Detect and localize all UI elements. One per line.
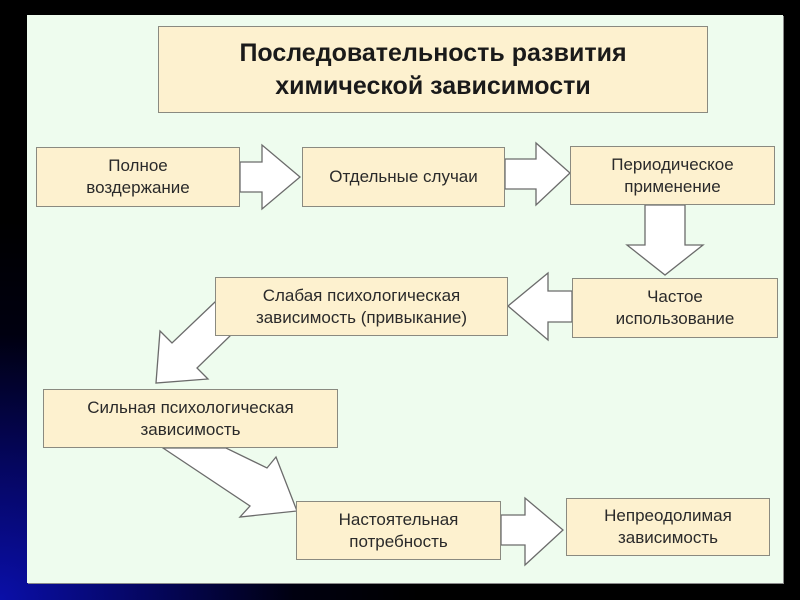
stage-label-line: Частое [647,287,703,306]
stage-irresistible-dependence: Непреодолимая зависимость [566,498,770,556]
stage-label-line: Слабая психологическая [262,285,461,305]
stage-label-line: Непреодолимая [604,506,732,525]
stage-full-abstinence: Полное воздержание [36,147,240,207]
arrow-abstinence-to-isolated [239,143,302,211]
stage-label-line: применение [624,176,721,196]
diagram-title: Последовательность развития химической з… [158,26,708,113]
stage-label-line: Отдельные случаи [329,167,478,186]
arrow-isolated-to-periodic [504,141,571,207]
stage-label-line: потребность [349,531,448,551]
stage-label-line: Настоятельная [338,509,459,529]
stage-label-line: использование [615,309,735,328]
arrow-urgent-to-irresistible [500,496,564,567]
stage-weak-psychological-dependence: Слабая психологическая зависимость (прив… [215,277,508,336]
stage-label-line: зависимость (привыкание) [255,307,468,327]
stage-urgent-need: Настоятельная потребность [296,501,501,560]
arrow-periodic-to-frequent [625,204,705,276]
stage-label-line: зависимость [617,528,719,547]
arrow-frequent-to-weak [506,271,573,342]
stage-strong-psychological-dependence: Сильная психологическая зависимость [43,389,338,448]
stage-isolated-cases: Отдельные случаи [302,147,505,207]
stage-label-line: зависимость [140,419,241,439]
stage-frequent-use: Частое использование [572,278,778,338]
stage-label-line: Периодическое [611,154,734,174]
stage-label-line: воздержание [86,178,190,197]
title-line-2: химической зависимости [275,71,591,100]
stage-periodic-use: Периодическое применение [570,146,775,205]
title-line-1: Последовательность развития [239,38,627,67]
stage-label-line: Сильная психологическая [87,397,294,417]
stage-label-line: Полное [108,156,168,175]
arrow-strong-to-urgent [160,447,298,518]
